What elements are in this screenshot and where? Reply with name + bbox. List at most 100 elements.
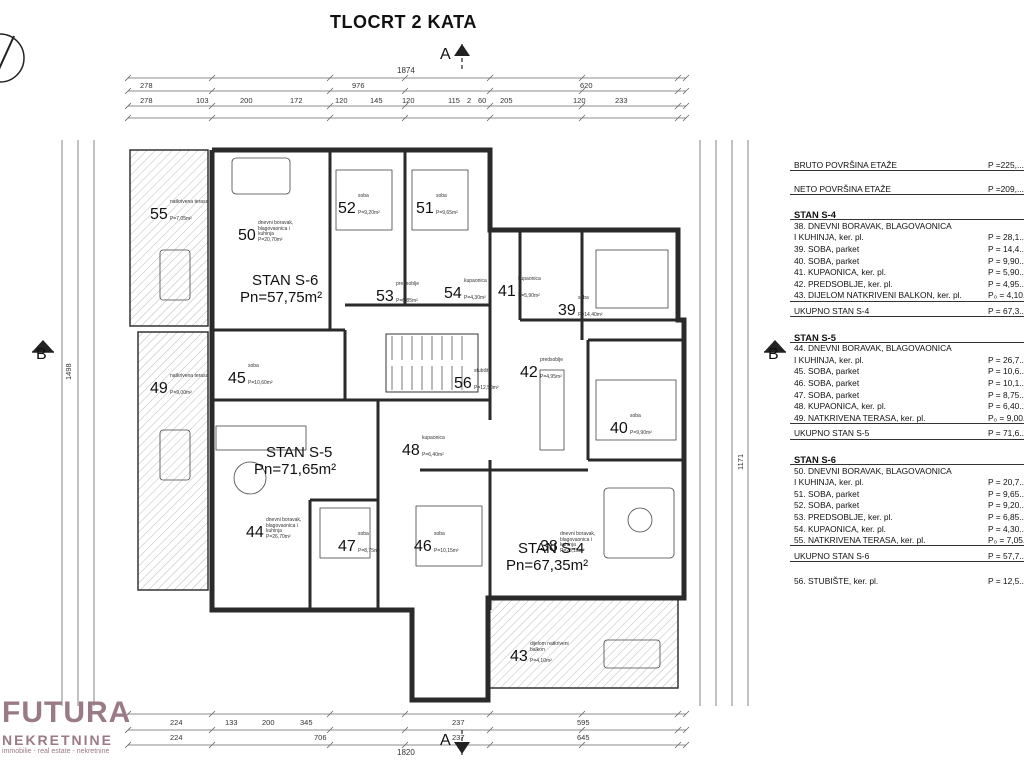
unit-total-s4-label: UKUPNO STAN S-4 [794,306,870,316]
dim-top-row1: 620 [580,81,593,90]
summary-row-value: P = 5,90... [988,267,1024,278]
room-name: soba [578,295,589,301]
dimension-tick [208,726,216,734]
room-name: dijelom natkriveni balkon [530,641,569,653]
dimension-tick [326,74,334,82]
dimension-tick [124,87,132,95]
dimension-tick [674,741,682,749]
summary-row-value: P = 8,75... [988,389,1024,400]
room-number-53: 53 [376,288,394,305]
stairs-row: 56. STUBIŠTE, ker. pl.P = 12,5... [790,576,1024,587]
summary-row-label: I KUHINJA, ker. pl. [794,354,864,365]
dim-bottom-row2: 224 [170,733,183,742]
dimension-tick [326,741,334,749]
summary-row-label: 41. KUPAONICA, ker. pl. [794,267,887,278]
summary-row-value: P = 26,7... [988,354,1024,365]
dimension-tick [401,74,409,82]
terrace-55 [129,149,209,327]
room-area: P=14,40m² [578,312,603,318]
summary-row-value: P = 10,1... [988,378,1024,388]
dimension-tick [682,726,690,734]
room-name: natkrivena terasa [170,373,209,379]
dimension-tick [401,726,409,734]
neto-row-value: P =209,... [988,183,1024,194]
logo-tagline: immobilie - real estate - nekretnine [2,748,110,755]
room-number-39: 39 [558,302,576,319]
room-name: kupaonica [464,278,487,284]
dim-top-row2: 60 [478,96,487,105]
dimension-tick [486,74,494,82]
room-number-46: 46 [414,538,432,555]
dimension-ticks [124,74,690,749]
dimension-tick [401,87,409,95]
dim-left-total: 1498 [64,363,73,380]
room-number-49: 49 [150,380,168,397]
dimension-tick [326,726,334,734]
summary-row-label: 52. SOBA, parket [794,500,860,511]
summary-row-label: I KUHINJA, ker. pl. [794,477,864,488]
room-number-56: 56 [454,375,472,392]
dimension-tick [124,741,132,749]
summary-row-label: 51. SOBA, parket [794,488,860,499]
dim-top-row2: 278 [140,96,153,105]
dimension-tick [486,102,494,110]
table-rule [790,438,1024,440]
summary-row-label: 43. DIJELOM NATKRIVENI BALKON, ker. pl. [794,290,962,301]
dim-bottom-row1: 345 [300,718,313,727]
unit-total-s6-label: UKUPNO STAN S-6 [794,550,870,561]
unit-heading-s6: STAN S-6 [790,454,1024,465]
room-name: kupaonica [422,435,445,441]
dim-bottom-row2: 645 [577,733,590,742]
room-name: dnevni boravak, blagovaonica i kuhinja [560,531,596,548]
summary-row: 41. KUPAONICA, ker. pl. P = 5,90... [790,267,1024,278]
room-number-50: 50 [238,227,256,244]
summary-row-value: P = 9,90... [988,255,1024,266]
dimension-tick [208,114,216,122]
room-number-48: 48 [402,442,420,459]
summary-row-label: 38. DNEVNI BORAVAK, BLAGOVAONICA [794,220,952,231]
dimension-tick [486,726,494,734]
summary-row: 43. DIJELOM NATKRIVENI BALKON, ker. pl. P… [790,290,1024,301]
room-area: P=9,65m² [436,210,458,216]
summary-row-value: P = 4,30... [988,523,1024,534]
summary-row-label: 48. KUPAONICA, ker. pl. [794,401,887,412]
stair-well [385,333,479,393]
dimension-tick [682,87,690,95]
room-name: soba [434,531,445,537]
room-area: P=6,85m² [396,298,418,304]
stairs [391,336,463,390]
room-number-41: 41 [498,283,516,300]
summary-row-label: 40. SOBA, parket [794,255,860,266]
dim-bottom-row1: 200 [262,718,275,727]
room-area: P=5,90m² [518,293,540,299]
dimension-tick [486,87,494,95]
dimension-tick [124,710,132,718]
room-area: P=9,90m² [630,430,652,436]
section-mark-b-right: B [768,346,779,363]
dimension-tick [674,102,682,110]
dimension-tick [326,114,334,122]
room-number-47: 47 [338,538,356,555]
dimension-tick [674,710,682,718]
dim-top-row2: 103 [196,96,209,105]
summary-row-value: P₀ = 4,10... [988,290,1024,301]
dimension-tick [682,114,690,122]
dim-top-total: 1874 [397,66,415,75]
room-area: P=9,00m² [170,390,192,396]
summary-row-value: P₀ = 7,05... [988,535,1024,546]
room-name: predsoblje [540,357,564,363]
terrace-49 [137,331,209,591]
table-rule [790,545,1024,547]
dimension-lines [61,77,749,746]
summary-row-label: 45. SOBA, parket [794,366,860,377]
table-rule [790,300,1024,302]
dimension-tick [124,102,132,110]
unit-total-s6-value: P = 57,7... [988,550,1024,561]
room-area: P=7,05m² [170,216,192,222]
summary-row: I KUHINJA, ker. pl.P = 20,7... [790,477,1024,488]
room-area: P=4,10m² [530,658,552,664]
